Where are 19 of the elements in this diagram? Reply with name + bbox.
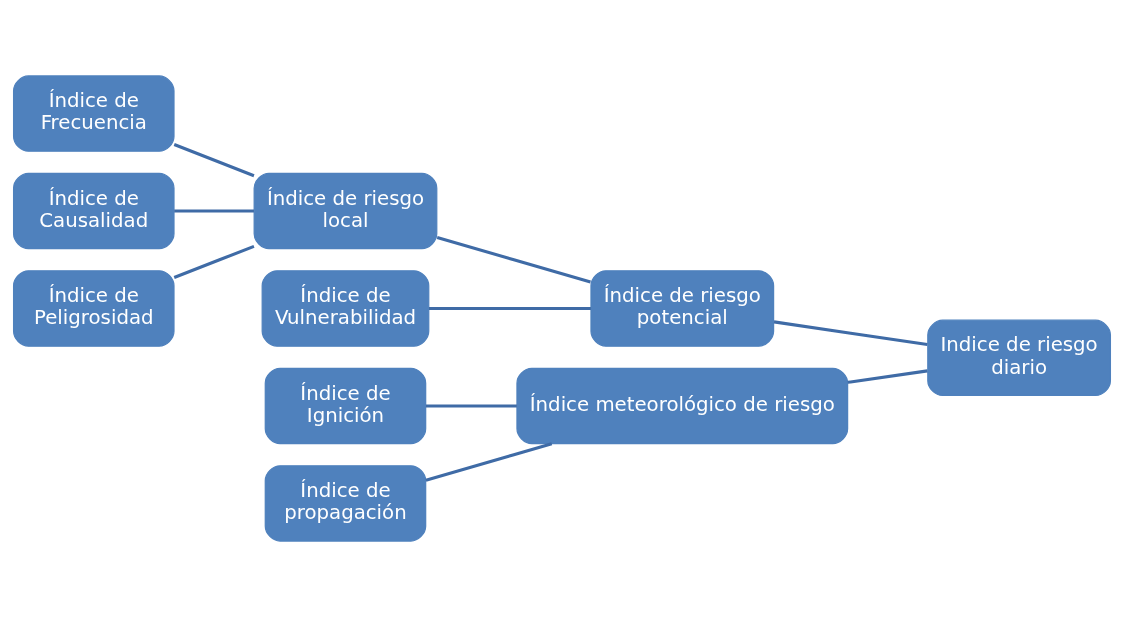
connector (436, 235, 591, 284)
node-box: Índice de Peligrosidad (12, 270, 175, 347)
connector (425, 404, 517, 408)
node-box: Índice de Frecuencia (12, 75, 175, 152)
connector (173, 143, 255, 178)
connector (847, 369, 928, 384)
connector (425, 442, 553, 482)
node-box: Índice de propagación (264, 465, 427, 542)
connector (174, 209, 254, 213)
node-box: Índice de Vulnerabilidad (261, 270, 430, 347)
node-box: Índice de Causalidad (12, 172, 175, 250)
node-box: Índice de Ignición (264, 367, 427, 445)
connector (428, 306, 591, 311)
node-box: Índice meteorológico de riesgo (516, 367, 849, 445)
node-box: Índice de riesgo local (253, 172, 438, 250)
node-box: Índice de riesgo potencial (590, 270, 775, 347)
connector (773, 320, 928, 346)
node-box: Indice de riesgo diario (927, 319, 1112, 397)
connector (173, 244, 255, 279)
